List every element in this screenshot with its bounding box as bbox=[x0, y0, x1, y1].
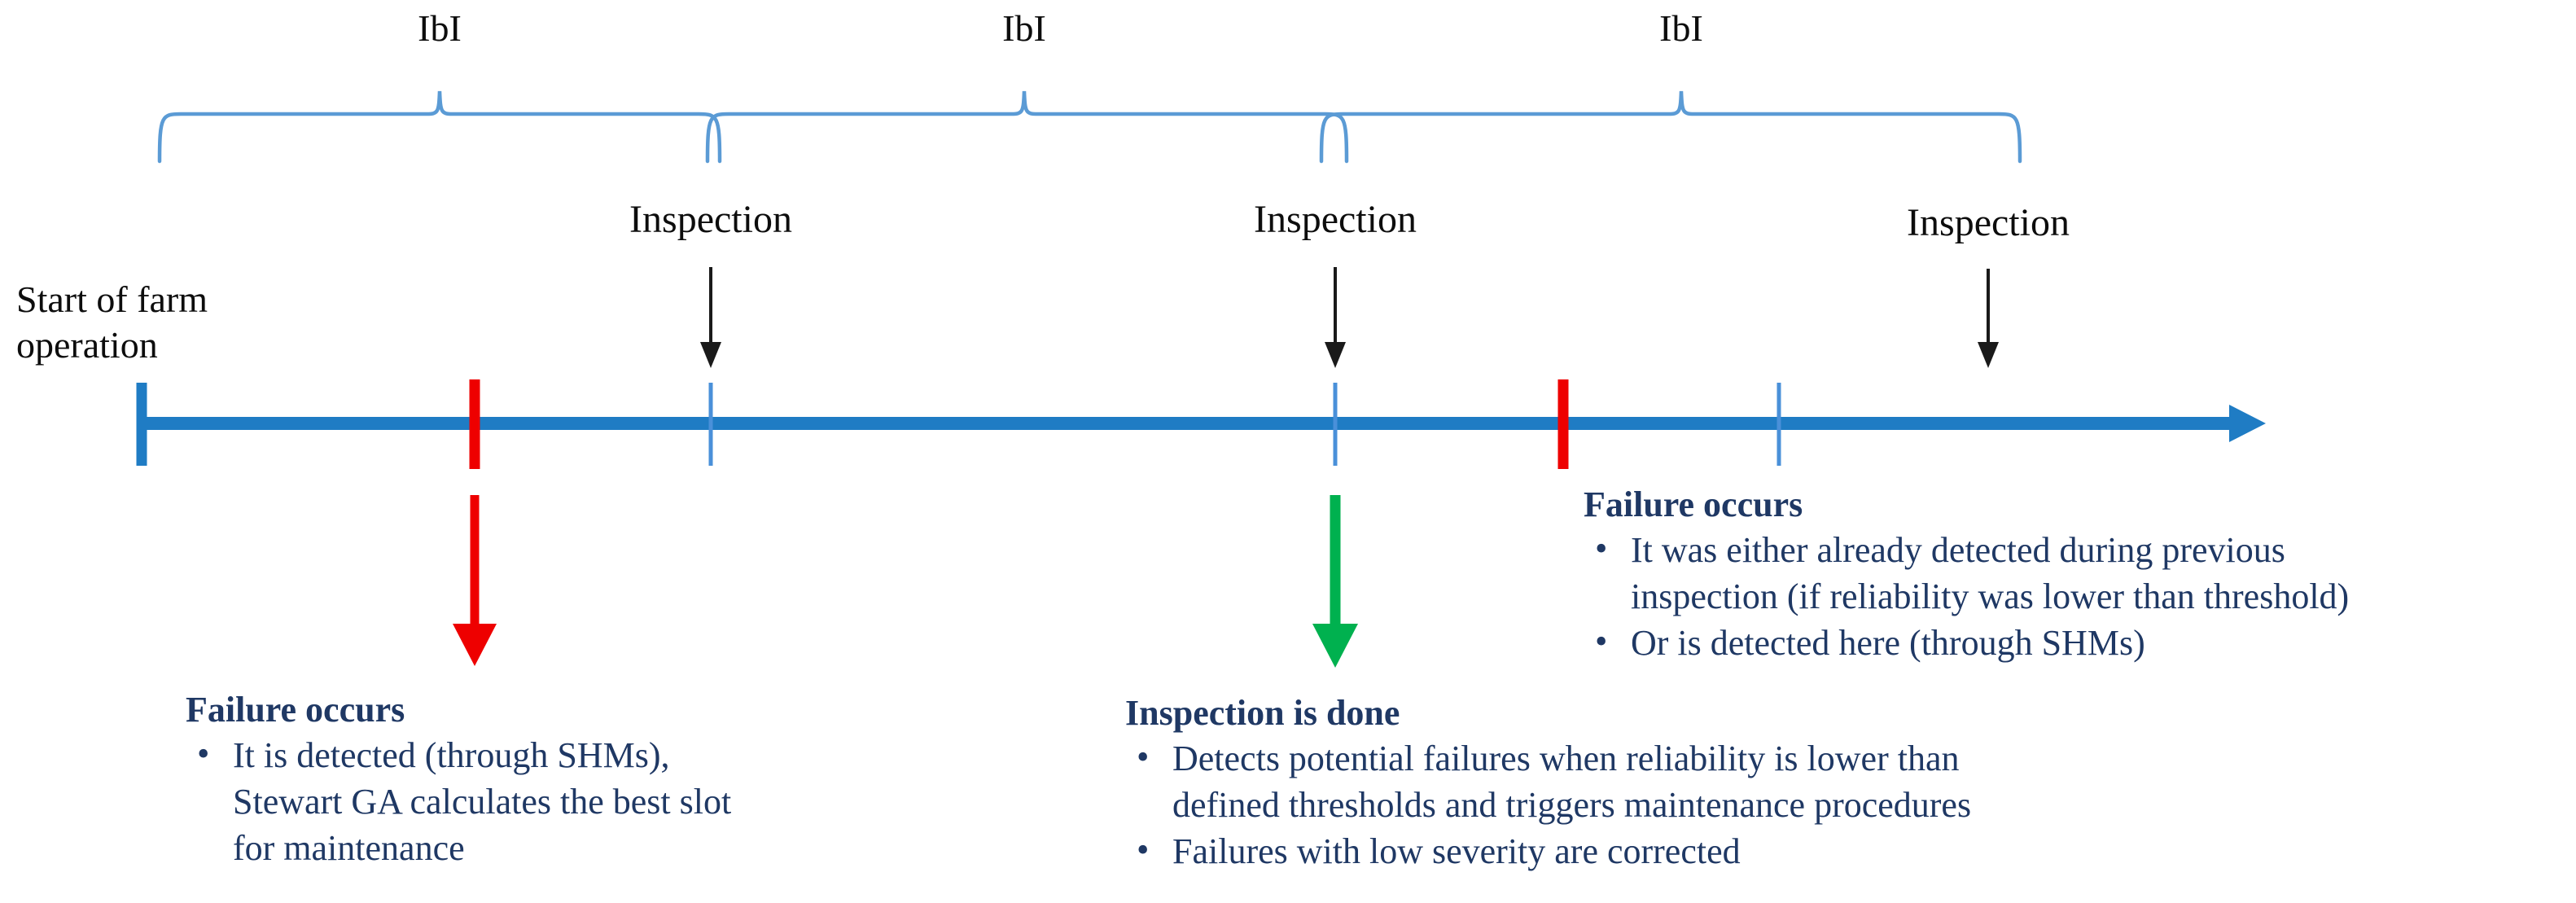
bullet-text: Or is detected here (through SHMs) bbox=[1631, 623, 2145, 664]
brace-icon-3 bbox=[1319, 90, 2022, 164]
bullet-text: Detects potential failures when reliabil… bbox=[1172, 739, 1972, 826]
callout-title: Failure occurs bbox=[1584, 484, 1803, 524]
bullet-text: It was either already detected during pr… bbox=[1631, 530, 2350, 617]
callout-title: Failure occurs bbox=[186, 690, 405, 730]
list-item: • It was either already detected during … bbox=[1584, 527, 2573, 620]
list-item: • Failures with low severity are correct… bbox=[1125, 828, 2281, 875]
inspection-callout-arrow-green bbox=[1312, 495, 1358, 668]
bullet-icon: • bbox=[1595, 528, 1608, 569]
inspection-pointer-arrow-1 bbox=[700, 267, 721, 368]
bullet-icon: • bbox=[1595, 621, 1608, 662]
inspection-pointer-arrow-2 bbox=[1325, 267, 1346, 368]
bullet-icon: • bbox=[197, 734, 210, 774]
bullet-text: Failures with low severity are corrected bbox=[1172, 831, 1741, 872]
list-item: • It is detected (through SHMs), Stewart… bbox=[186, 732, 959, 872]
period-label-ibi-1: IbI bbox=[418, 7, 462, 49]
period-label-ibi-2: IbI bbox=[1002, 7, 1046, 49]
bullet-text: It is detected (through SHMs), Stewart G… bbox=[233, 735, 732, 869]
inspection-pointer-arrow-3 bbox=[1978, 269, 1999, 368]
callout-failure-left: Failure occurs • It is detected (through… bbox=[186, 689, 959, 872]
bullet-icon: • bbox=[1137, 737, 1150, 778]
callout-bullet-list: • Detects potential failures when reliab… bbox=[1125, 735, 2281, 875]
inspection-label-3: Inspection bbox=[1907, 201, 2070, 244]
start-of-operation-label: Start of farm operation bbox=[16, 278, 208, 366]
failure-callout-arrow-left bbox=[453, 495, 497, 666]
list-item: • Or is detected here (through SHMs) bbox=[1584, 620, 2573, 666]
brace-icon-1 bbox=[157, 90, 722, 164]
callout-bullet-list: • It was either already detected during … bbox=[1584, 527, 2573, 667]
callout-inspection-done: Inspection is done • Detects potential f… bbox=[1125, 692, 2281, 875]
brace-icon-2 bbox=[705, 90, 1349, 164]
timeline-arrowhead-icon bbox=[2229, 405, 2266, 442]
bullet-icon: • bbox=[1137, 830, 1150, 870]
list-item: • Detects potential failures when reliab… bbox=[1125, 735, 2281, 828]
inspection-label-2: Inspection bbox=[1254, 198, 1417, 241]
callout-bullet-list: • It is detected (through SHMs), Stewart… bbox=[186, 732, 959, 872]
period-label-ibi-3: IbI bbox=[1659, 7, 1703, 49]
period-braces bbox=[157, 90, 2022, 164]
callout-title: Inspection is done bbox=[1125, 693, 1400, 733]
callout-failure-right: Failure occurs • It was either already d… bbox=[1584, 484, 2573, 667]
inspection-label-1: Inspection bbox=[629, 198, 792, 241]
